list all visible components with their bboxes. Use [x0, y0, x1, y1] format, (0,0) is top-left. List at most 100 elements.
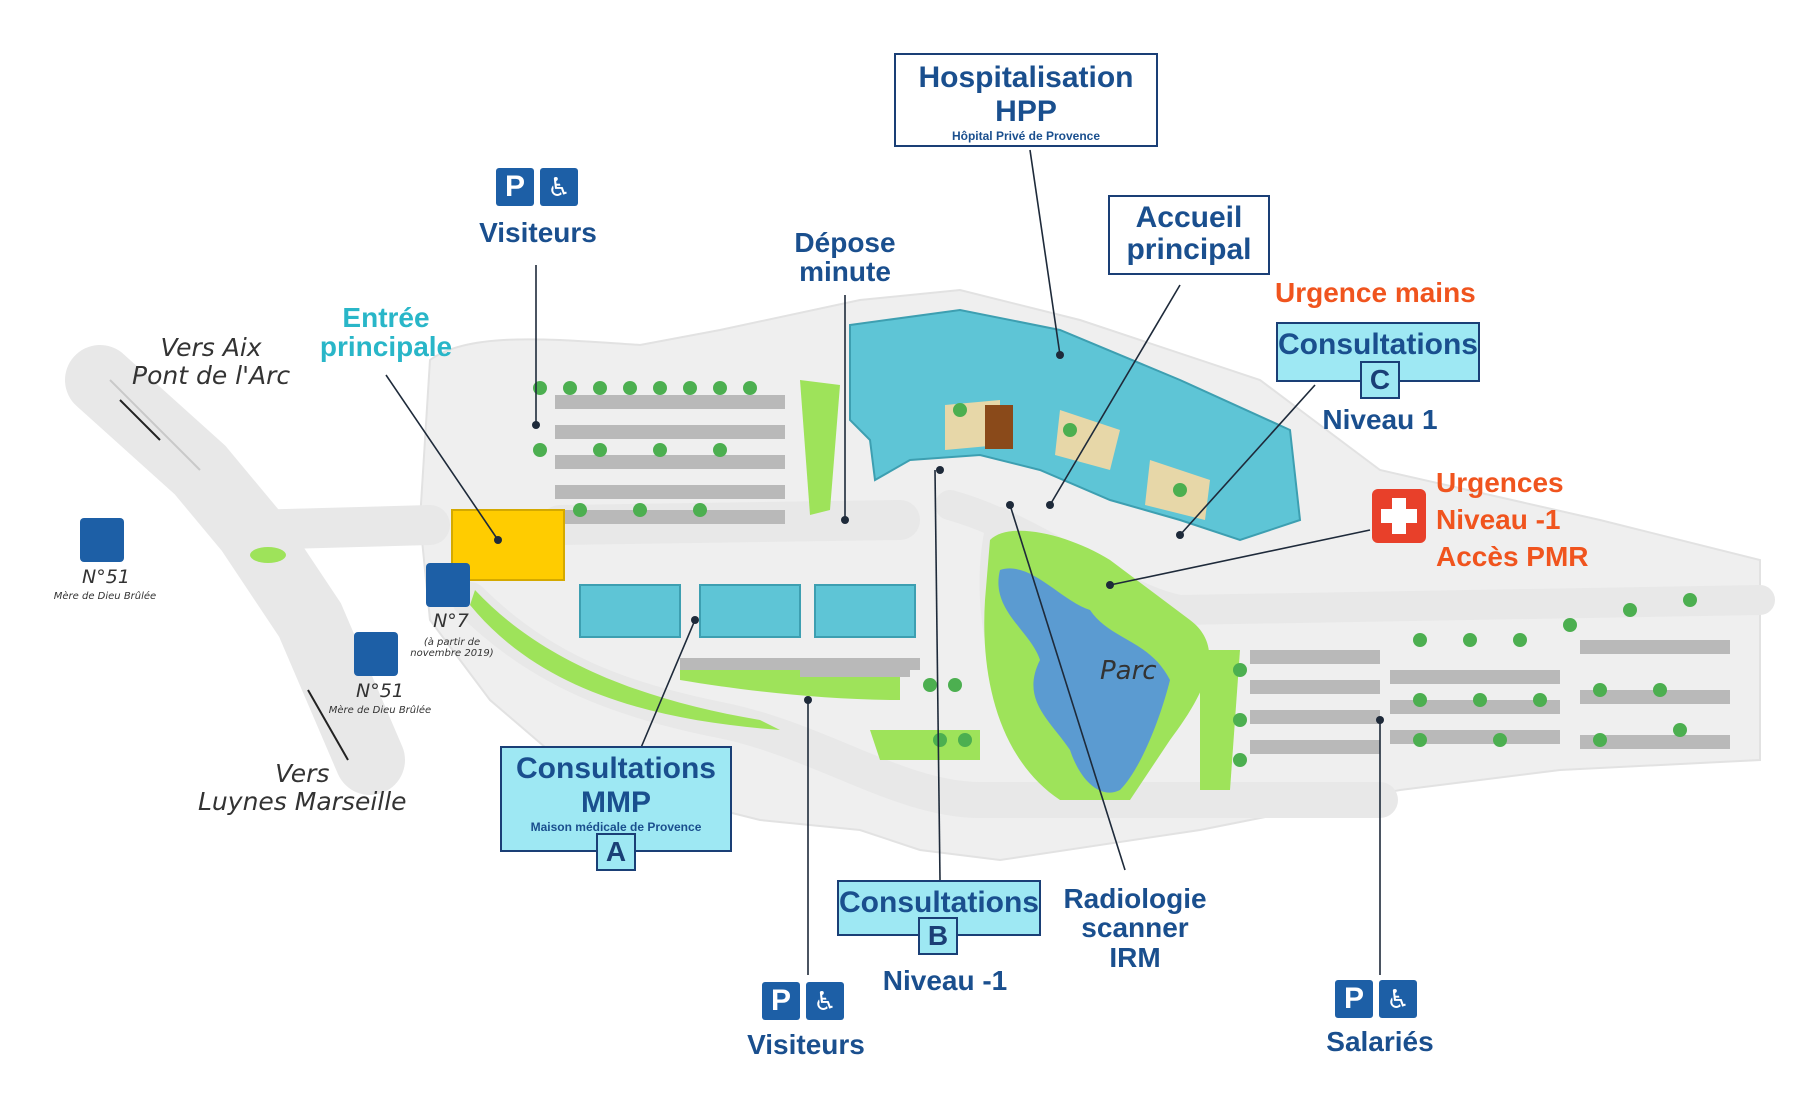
- tree: [958, 733, 972, 747]
- radiologie-label: Radiologie scanner IRM: [1063, 883, 1207, 973]
- leader-dots: [494, 351, 1384, 724]
- tree: [1623, 603, 1637, 617]
- tree: [1233, 713, 1247, 727]
- tree: [1413, 633, 1427, 647]
- tree: [1593, 683, 1607, 697]
- staff-parking-sign: P ♿: [1335, 980, 1417, 1018]
- bus-stop-icon-2: [426, 563, 470, 607]
- bus-stop-icon-1: [80, 518, 124, 562]
- tree: [683, 381, 697, 395]
- route-luynes-label: Vers Luynes Marseille: [198, 759, 407, 816]
- tree: [1413, 733, 1427, 747]
- consultations-a-letter: A: [596, 833, 636, 871]
- tree: [1683, 593, 1697, 607]
- park-pond: [998, 568, 1170, 793]
- visiteurs-bottom-label: Visiteurs: [747, 1029, 865, 1060]
- bus-stop-name-2: (à partir de novembre 2019): [410, 637, 494, 659]
- hpp-box: Hospitalisation HPP Hôpital Privé de Pro…: [894, 53, 1158, 147]
- consultations-c-letter: C: [1360, 361, 1400, 399]
- road-edge: [109, 379, 201, 471]
- hpp-code: HPP: [995, 95, 1057, 128]
- tree: [653, 443, 667, 457]
- main-entrance-block: [451, 509, 565, 581]
- tree: [593, 381, 607, 395]
- parc-label: Parc: [1100, 656, 1157, 686]
- parking-p-icon: P: [1335, 980, 1373, 1018]
- parking-p-icon: P: [496, 168, 534, 206]
- parking-row: [1580, 735, 1730, 749]
- parking-row: [1580, 690, 1730, 704]
- tree: [533, 443, 547, 457]
- parking-row: [555, 425, 785, 439]
- consultations-b-letter: B: [918, 917, 958, 955]
- salaries-label: Salariés: [1326, 1026, 1434, 1057]
- urgence-mains-label: Urgence mains: [1275, 277, 1476, 308]
- tree: [1653, 683, 1667, 697]
- mmp-code: MMP: [581, 786, 651, 819]
- tree: [633, 503, 647, 517]
- niveau-1-label: Niveau 1: [1322, 404, 1438, 435]
- parking-row: [555, 455, 785, 469]
- bus-stop-name-1: Mère de Dieu Brûlée: [53, 591, 157, 602]
- parking-row: [1390, 700, 1560, 714]
- parking-row: [555, 395, 785, 409]
- parking-row: [1250, 650, 1380, 664]
- accueil-principal-box: Accueil principal: [1108, 195, 1270, 275]
- urgences-label: Urgences Niveau -1 Accès PMR: [1436, 467, 1589, 573]
- wheelchair-icon: ♿: [1379, 980, 1417, 1018]
- parking-row: [1390, 730, 1560, 744]
- wheelchair-icon: ♿: [806, 982, 844, 1020]
- hpp-title: Hospitalisation: [918, 61, 1134, 94]
- wheelchair-icon: ♿: [540, 168, 578, 206]
- tree: [593, 443, 607, 457]
- visitor-parking-sign-bottom: P ♿: [762, 982, 844, 1020]
- tree: [623, 381, 637, 395]
- visitor-parking-sign-top: P ♿: [496, 168, 578, 206]
- parking-row: [1580, 640, 1730, 654]
- parking-row: [800, 665, 910, 677]
- route-aix-label: Vers Aix Pont de l'Arc: [132, 333, 291, 390]
- tree: [1513, 633, 1527, 647]
- parking-row: [555, 485, 785, 499]
- bus-line-1: N°51: [82, 566, 130, 588]
- parking-row: [1250, 680, 1380, 694]
- tree: [743, 381, 757, 395]
- tree: [713, 381, 727, 395]
- bus-line-3: N°51: [356, 680, 404, 702]
- tree: [693, 503, 707, 517]
- courtyard-wood-deck: [985, 405, 1013, 449]
- bus-stop-name-3: Mère de Dieu Brûlée: [328, 705, 432, 716]
- tree: [1473, 693, 1487, 707]
- depose-minute-label: Dépose minute: [794, 227, 896, 288]
- consultations-c-box: Consultations: [1276, 322, 1480, 382]
- route-arrows: [119, 399, 349, 761]
- leader-lines: [385, 149, 1381, 975]
- emergency-cross-icon: [1372, 489, 1426, 543]
- tree: [1533, 693, 1547, 707]
- bus-stop-icon-3: [354, 632, 398, 676]
- parking-p-icon: P: [762, 982, 800, 1020]
- tree: [573, 503, 587, 517]
- parking-row: [1390, 670, 1560, 684]
- hpp-subtitle: Hôpital Privé de Provence: [951, 129, 1101, 143]
- tree: [1233, 753, 1247, 767]
- trees: [533, 381, 1697, 767]
- mmp-subtitle: Maison médicale de Provence: [530, 820, 702, 834]
- mmp-buildings: [579, 584, 916, 638]
- tree: [1463, 633, 1477, 647]
- tree: [533, 381, 547, 395]
- tree: [933, 733, 947, 747]
- tree: [1493, 733, 1507, 747]
- tree: [1173, 483, 1187, 497]
- parking-row: [1250, 710, 1380, 724]
- tree: [1233, 663, 1247, 677]
- tree: [1593, 733, 1607, 747]
- tree: [1063, 423, 1077, 437]
- tree: [1673, 723, 1687, 737]
- visiteurs-top-label: Visiteurs: [479, 217, 597, 248]
- tree: [1563, 618, 1577, 632]
- niveau-minus1-label: Niveau -1: [882, 965, 1008, 996]
- parking-row: [1250, 740, 1380, 754]
